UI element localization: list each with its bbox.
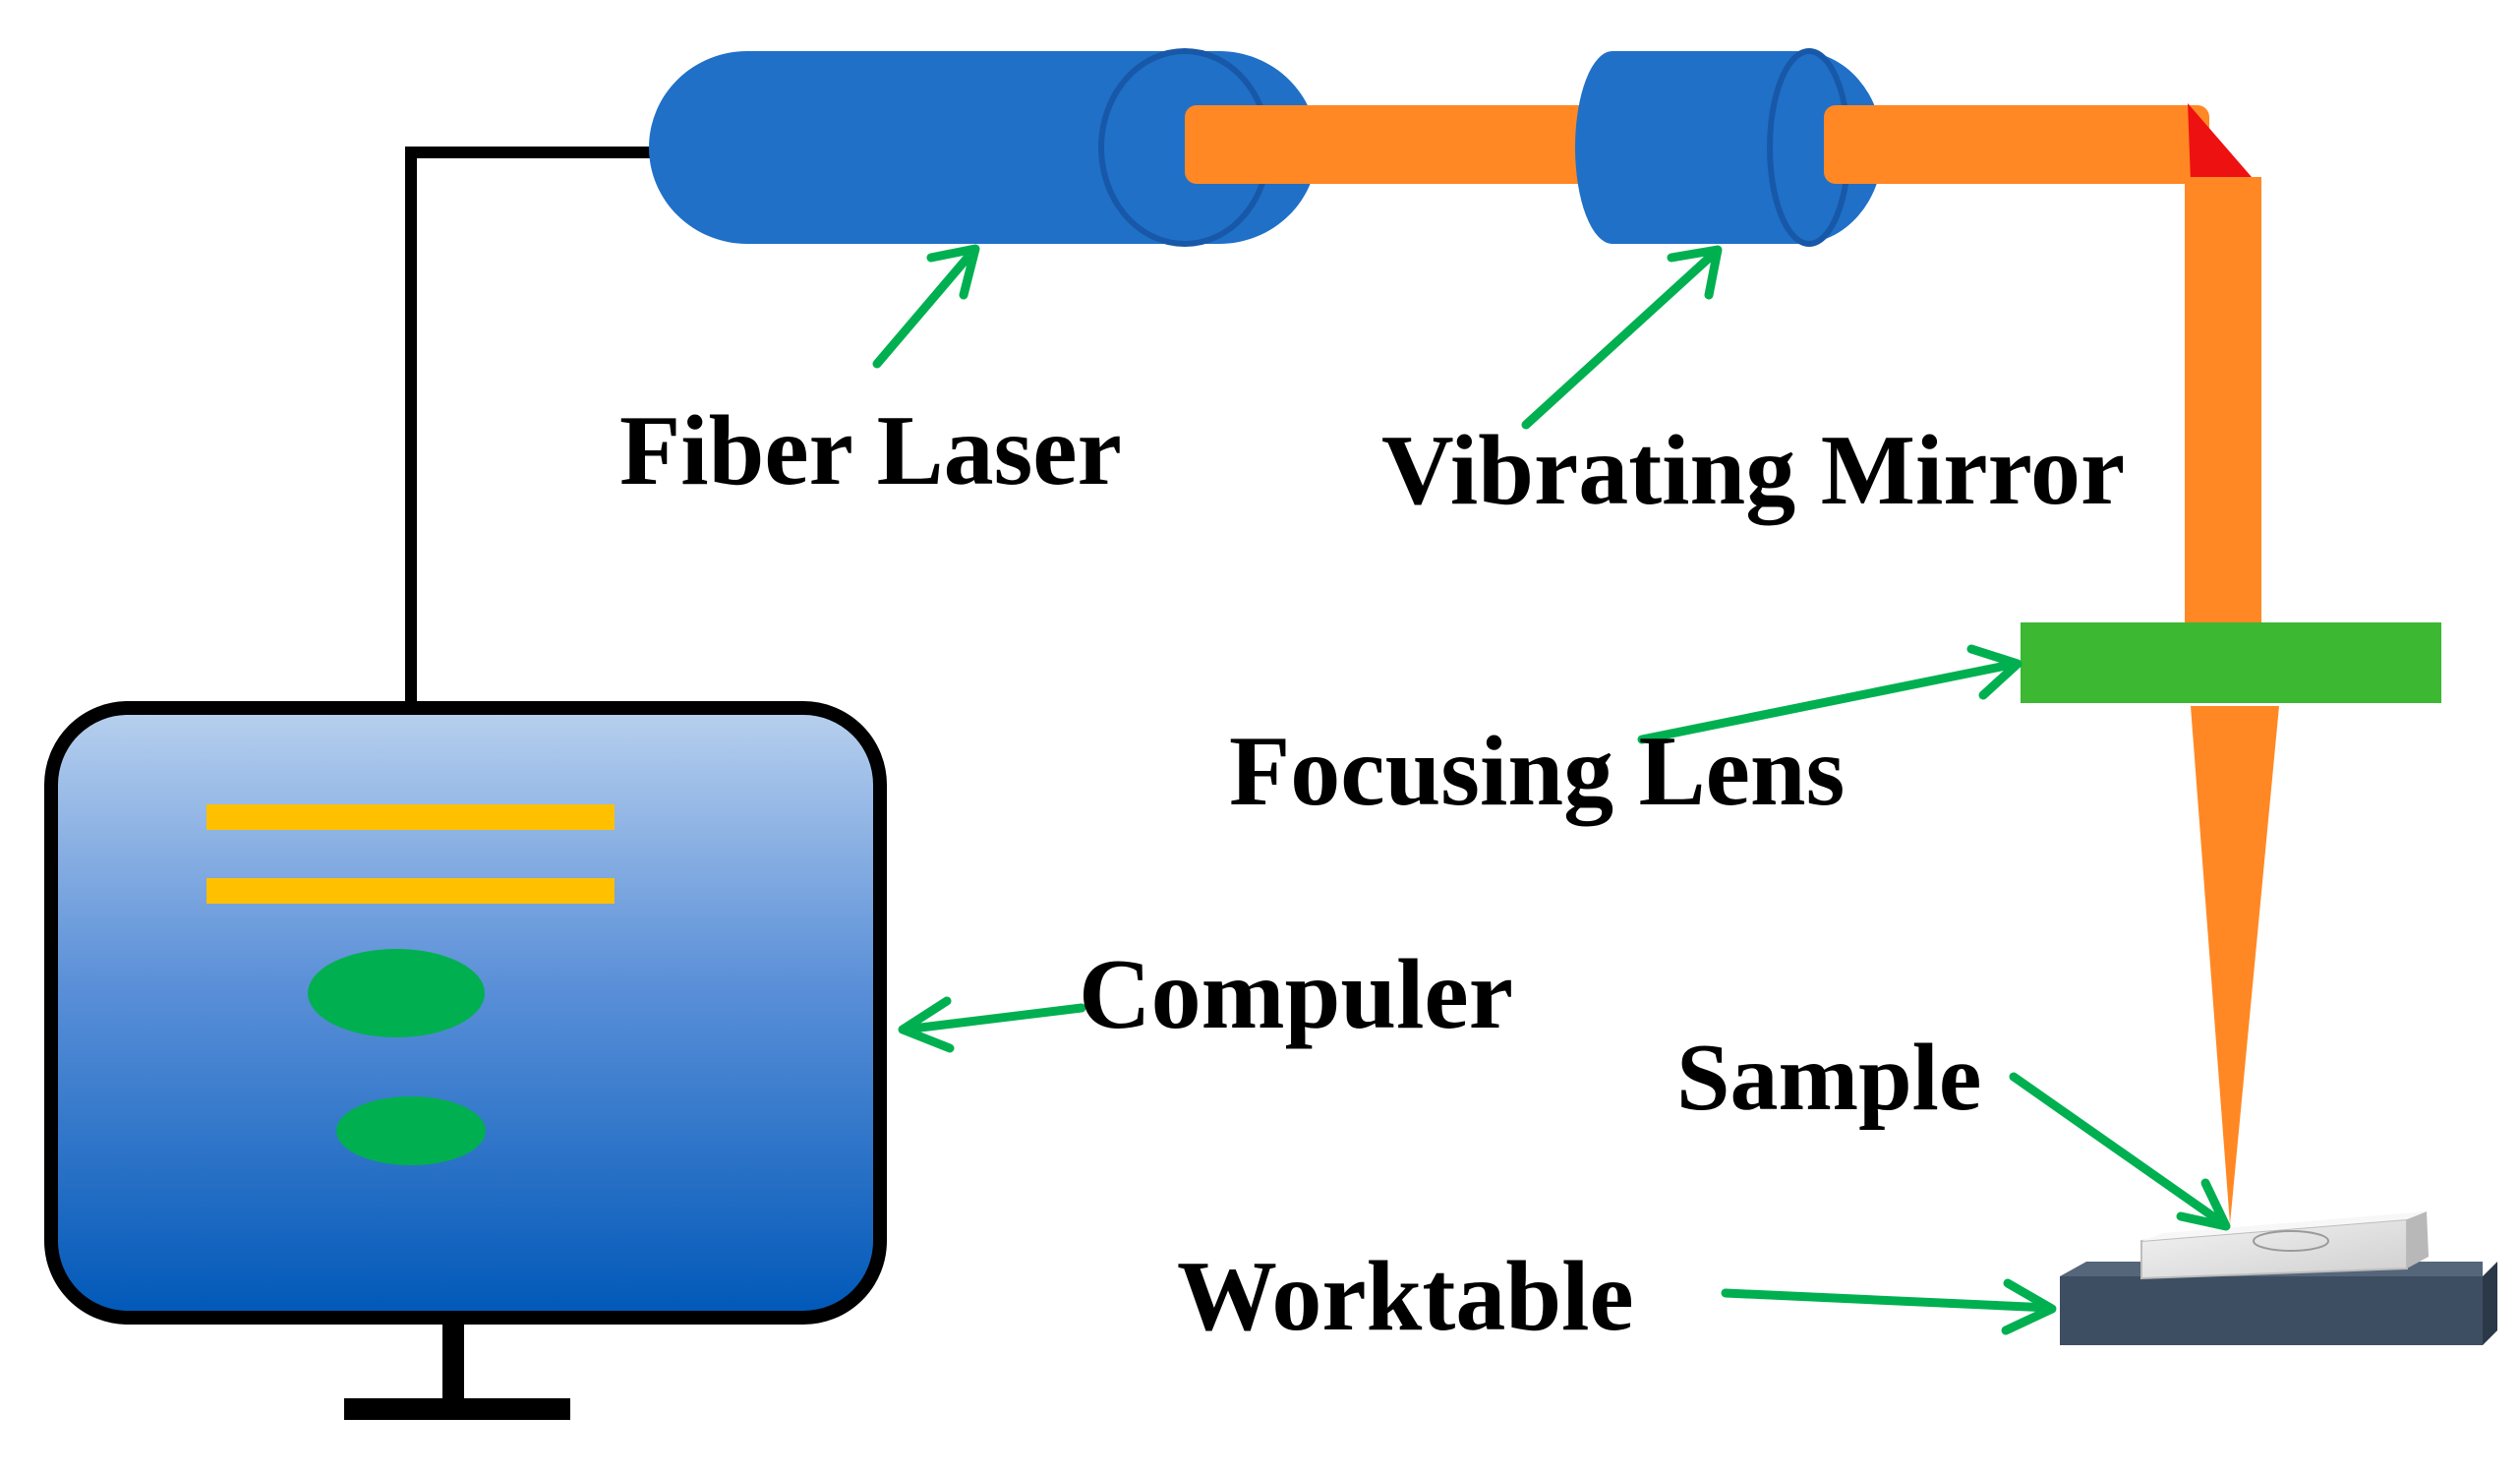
- worktable-label: Worktable: [1177, 1241, 1634, 1352]
- fiber-laser-label: Fiber Laser: [619, 395, 1122, 506]
- laser-beam-vertical: [2185, 177, 2261, 629]
- focused-beam: [2191, 706, 2279, 1224]
- computer-monitor: [44, 701, 887, 1420]
- laser-beam-2: [1824, 105, 2209, 184]
- cable: [405, 147, 657, 708]
- screen-oval-2: [336, 1096, 486, 1165]
- focusing-lens-label: Focusing Lens: [1229, 716, 1845, 827]
- arrow-focusing-lens: [1637, 644, 2022, 744]
- screen-oval-1: [308, 949, 485, 1037]
- arrow-computer: [898, 996, 1086, 1053]
- laser-beam-1: [1185, 105, 1603, 184]
- arrow-fiber-laser: [872, 244, 980, 369]
- computer-label: Compuler: [1079, 939, 1513, 1050]
- arrows: [872, 244, 2231, 1335]
- arrow-worktable: [1721, 1278, 2057, 1335]
- arrow-vibrating-mirror: [1521, 245, 1723, 430]
- sample: [2140, 1211, 2429, 1280]
- sample-label: Sample: [1676, 1025, 1981, 1131]
- focusing-lens: [2021, 622, 2441, 703]
- mirror-tip: [2188, 103, 2252, 182]
- screen-line-2: [206, 878, 615, 904]
- screen-line-1: [206, 804, 615, 830]
- arrow-sample: [2009, 1072, 2231, 1231]
- vibrating-mirror-label: Vibrating Mirror: [1381, 415, 2125, 526]
